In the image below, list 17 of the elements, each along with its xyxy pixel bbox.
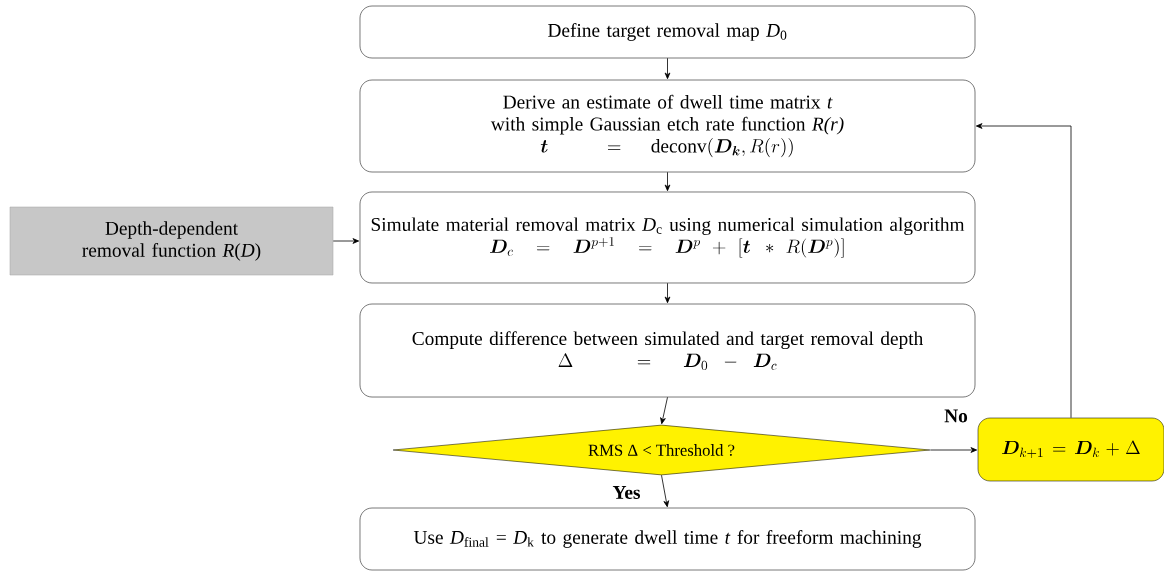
arrow bbox=[660, 396, 668, 425]
arrow bbox=[975, 123, 1072, 419]
arrow bbox=[661, 474, 670, 508]
arrow bbox=[929, 447, 978, 453]
edge-label: Yes bbox=[611, 484, 642, 501]
arrow bbox=[332, 238, 360, 244]
step-box: Define target removal map D$_{0}$ bbox=[359, 5, 976, 59]
step-box: Compute difference between simulated and target removal depth $\Delta \;= \bm{D}_0 - \bm{D}_c$ bbox=[359, 303, 976, 398]
edge-label: No bbox=[942, 408, 970, 424]
arrow bbox=[664, 171, 671, 192]
arrow bbox=[664, 57, 671, 80]
step-box: Derive an estimate of dwell time matrix t with simple Gaussian etch rate function R(r) $\bm{t} \;= \mathrm{deconv}(\bm{D_k}, R(r))$ bbox=[359, 79, 976, 173]
arrow bbox=[664, 282, 671, 304]
update-box: $\bm{D}_{k+1} = \bm{D}_k + \Delta$ bbox=[977, 417, 1164, 482]
step-box: Simulate material removal matrix D$_{c}$ using numerical simulation algorithm $\bm{D}_c = \bm{D}^{p+1} = \bm{D}^p + [\bm{t} \, * R(\bm{D}^p)]$ bbox=[359, 191, 976, 284]
input-box: Depth-dependent removal function R(D) bbox=[9, 206, 334, 276]
step-box: Use D$_{final}$ = D$_{k}$ to generate dwell time t for freeform machining bbox=[359, 507, 976, 571]
